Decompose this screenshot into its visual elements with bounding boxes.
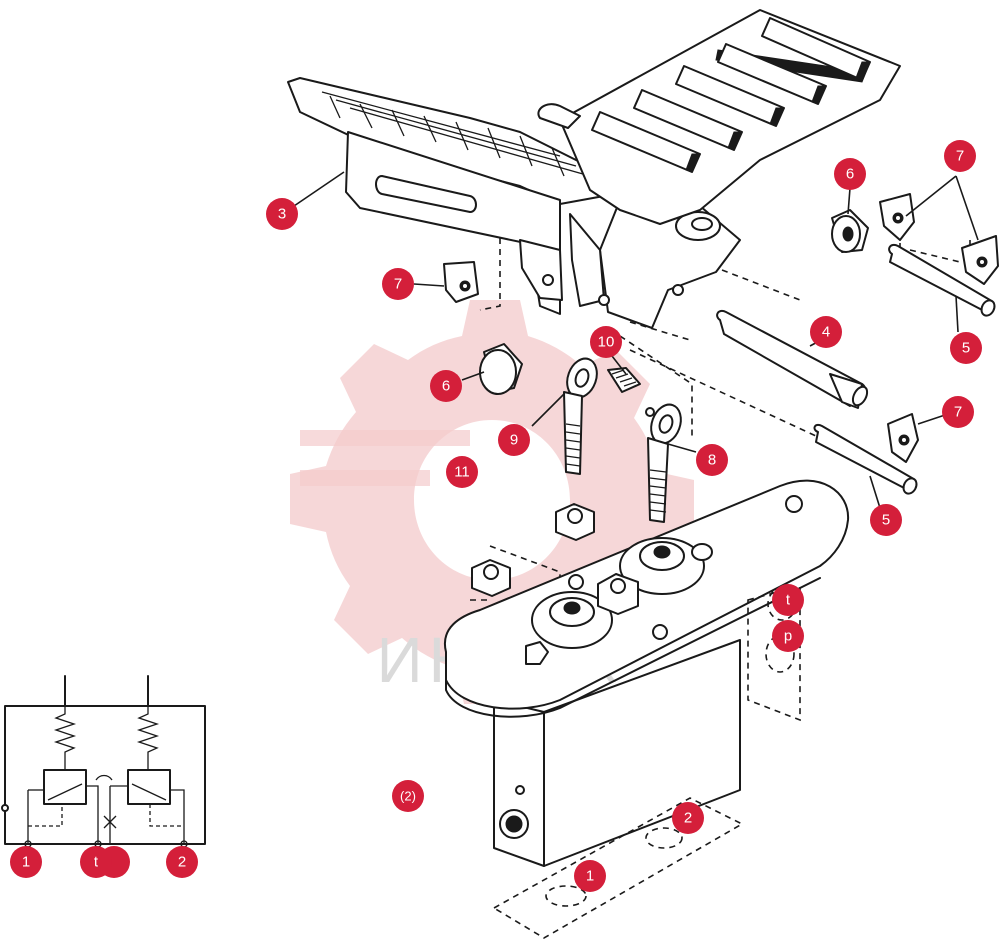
- svg-text:1: 1: [22, 854, 30, 871]
- clip-part: [443, 261, 479, 303]
- pin-part: [813, 423, 918, 495]
- callout-p: p: [772, 620, 804, 652]
- svg-text:7: 7: [954, 404, 962, 421]
- svg-text:3: 3: [278, 206, 286, 223]
- valve-body: [443, 479, 850, 867]
- svg-text:5: 5: [882, 512, 890, 529]
- svg-text:2: 2: [178, 854, 186, 871]
- clip-part: [887, 413, 919, 463]
- svg-text:2: 2: [684, 810, 692, 827]
- svg-text:6: 6: [442, 378, 450, 395]
- svg-text:1: 1: [586, 868, 594, 885]
- callout-8: 8: [696, 444, 728, 476]
- svg-text:9: 9: [510, 432, 518, 449]
- svg-text:7: 7: [394, 276, 402, 293]
- pin-part: [888, 244, 996, 317]
- svg-text:10: 10: [598, 334, 615, 351]
- svg-text:5: 5: [962, 340, 970, 357]
- schematic-port-2: 2: [166, 846, 198, 878]
- spacer-part: [479, 343, 523, 395]
- callout-4: 4: [810, 316, 842, 348]
- svg-text:p: p: [784, 628, 792, 645]
- callout-3: 3: [266, 198, 298, 230]
- schematic-port-t: t: [80, 846, 130, 878]
- callout-t: t: [772, 584, 804, 616]
- eye-bolt-part: [645, 403, 682, 523]
- svg-text:6: 6: [846, 166, 854, 183]
- callout-2-paren: (2): [392, 780, 424, 812]
- svg-text:t: t: [94, 854, 99, 871]
- callout-2: 2: [672, 802, 704, 834]
- callout-7: 7: [944, 140, 976, 172]
- callout-1: 1: [574, 860, 606, 892]
- svg-text:7: 7: [956, 148, 964, 165]
- nut-part: [471, 559, 511, 597]
- svg-text:(2): (2): [400, 789, 416, 804]
- callout-9: 9: [498, 424, 530, 456]
- clip-part: [961, 235, 999, 285]
- pin-part: [716, 310, 869, 409]
- callout-10: 10: [590, 326, 622, 358]
- set-screw-part: [607, 367, 641, 393]
- svg-text:8: 8: [708, 452, 716, 469]
- clip-part: [879, 193, 915, 241]
- svg-text:t: t: [786, 592, 791, 609]
- callout-5: 5: [950, 332, 982, 364]
- spacer-part: [831, 209, 869, 253]
- callout-6: 6: [834, 158, 866, 190]
- eye-bolt-part: [563, 357, 598, 475]
- callout-6: 6: [430, 370, 462, 402]
- callout-5: 5: [870, 504, 902, 536]
- svg-text:11: 11: [454, 464, 470, 481]
- callout-11: 11: [446, 456, 478, 488]
- hydraulic-schematic: [1, 675, 206, 848]
- svg-text:4: 4: [822, 324, 830, 341]
- callout-7: 7: [942, 396, 974, 428]
- callout-7: 7: [382, 268, 414, 300]
- pedal-assembly: [287, 9, 901, 329]
- nut-part: [555, 503, 595, 541]
- schematic-port-1: 1: [10, 846, 42, 878]
